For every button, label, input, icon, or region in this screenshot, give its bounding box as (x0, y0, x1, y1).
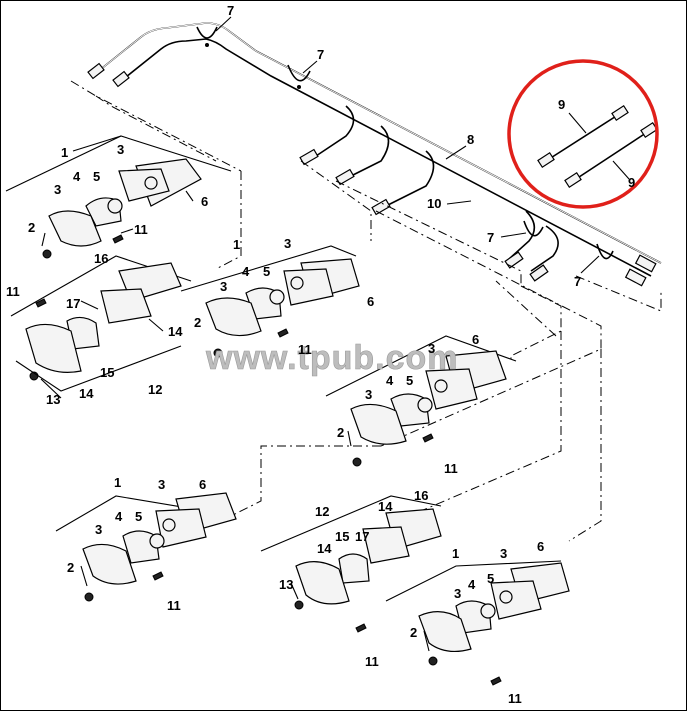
lamp-assembly-c (180, 245, 360, 358)
callout-14: 14 (317, 541, 332, 556)
callout-12: 12 (148, 382, 162, 397)
callout-6: 6 (201, 194, 208, 209)
callout-11: 11 (167, 598, 181, 613)
callout-4: 4 (468, 577, 476, 592)
replacement-harness-leads (537, 105, 658, 188)
callout-3: 3 (365, 387, 372, 402)
callout-3: 3 (220, 279, 227, 294)
callout-14: 14 (168, 324, 183, 339)
callout-3: 3 (454, 586, 461, 601)
callout-13: 13 (279, 577, 293, 592)
callout-1: 1 (61, 145, 68, 160)
lamp-assembly-g (385, 560, 570, 686)
callout-10: 10 (427, 196, 441, 211)
lamp-assembly-f (260, 495, 442, 633)
main-wiring-harness (87, 22, 662, 287)
callout-3: 3 (54, 182, 61, 197)
callout-3: 3 (428, 341, 435, 356)
callout-4: 4 (115, 509, 123, 524)
callout-5: 5 (135, 509, 142, 524)
callout-4: 4 (386, 373, 394, 388)
lamp-assembly-d (325, 335, 517, 467)
callout-1: 1 (452, 546, 459, 561)
callout-2: 2 (28, 220, 35, 235)
callout-8: 8 (467, 132, 474, 147)
callout-2: 2 (67, 560, 74, 575)
callout-2: 2 (337, 425, 344, 440)
callout-16: 16 (414, 488, 428, 503)
callout-6: 6 (472, 332, 479, 347)
callout-15: 15 (100, 365, 114, 380)
harness-clamps (196, 26, 614, 260)
callout-3: 3 (158, 477, 165, 492)
callout-labels: 7 7 8 9 9 10 7 7 1 3 5 4 3 6 2 11 1 16 1… (6, 3, 635, 706)
callout-9: 9 (558, 97, 565, 112)
callout-11: 11 (6, 284, 20, 299)
callout-13: 13 (46, 392, 60, 407)
dashed-routing-lines (70, 80, 662, 542)
leader-arrows (40, 16, 630, 652)
callout-6: 6 (537, 539, 544, 554)
callout-14: 14 (378, 499, 393, 514)
callout-3: 3 (500, 546, 507, 561)
callout-3: 3 (117, 142, 124, 157)
watermark-text: www.tpub.com (205, 339, 459, 377)
callout-17: 17 (355, 529, 369, 544)
callout-5: 5 (487, 571, 494, 586)
callout-5: 5 (93, 169, 100, 184)
callout-11: 11 (134, 222, 148, 237)
lamp-assembly-e (55, 492, 237, 602)
callout-5: 5 (406, 373, 413, 388)
callout-9: 9 (628, 175, 635, 190)
callout-11: 11 (365, 654, 379, 669)
callout-3: 3 (95, 522, 102, 537)
callout-6: 6 (199, 477, 206, 492)
callout-3: 3 (284, 236, 291, 251)
callout-11: 11 (508, 691, 522, 706)
callout-14: 14 (79, 386, 94, 401)
callout-5: 5 (263, 264, 270, 279)
lamp-assembly-b (10, 255, 192, 392)
callout-12: 12 (315, 504, 329, 519)
callout-4: 4 (73, 169, 81, 184)
callout-4: 4 (242, 264, 250, 279)
callout-11: 11 (444, 461, 458, 476)
callout-15: 15 (335, 529, 349, 544)
callout-16: 16 (94, 251, 108, 266)
lamp-assembly-a (5, 135, 232, 259)
callout-17: 17 (66, 296, 80, 311)
callout-7: 7 (227, 3, 234, 18)
callout-6: 6 (367, 294, 374, 309)
callout-1: 1 (114, 475, 121, 490)
callout-11: 11 (298, 342, 312, 357)
callout-7: 7 (574, 274, 581, 289)
callout-7: 7 (317, 47, 324, 62)
highlight-circle (507, 59, 659, 209)
callout-2: 2 (410, 625, 417, 640)
callout-2: 2 (194, 315, 201, 330)
callout-1: 1 (233, 237, 240, 252)
callout-7: 7 (487, 230, 494, 245)
